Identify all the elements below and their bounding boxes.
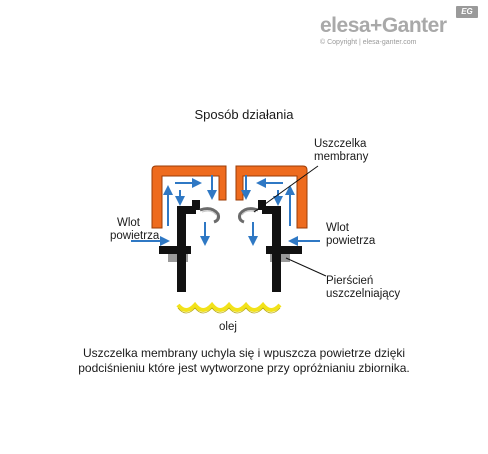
- cap-left: [151, 165, 227, 229]
- flange-right: [266, 246, 302, 254]
- label-membrane-seal-line1: Uszczelka: [314, 138, 367, 150]
- diagram-title: Sposób działania: [194, 107, 294, 122]
- brand-logo-text: elesa+Ganter: [320, 14, 447, 37]
- body-wall-left: [177, 206, 196, 292]
- label-sealing-ring-line2: uszczelniający: [326, 288, 401, 300]
- leader-sealing-ring: [285, 257, 327, 277]
- membrane-left-inner: [201, 210, 217, 216]
- diagram-caption: Uszczelka membrany uchyla się i wpuszcza…: [0, 346, 488, 376]
- label-sealing-ring-line1: Pierścień: [326, 275, 374, 287]
- leader-membrane-seal: [253, 165, 319, 213]
- oil-surface-outline: [177, 307, 281, 314]
- label-air-inlet-right-line1: Wlot: [326, 222, 349, 234]
- cap-right: [235, 165, 308, 229]
- label-oil: olej: [219, 321, 237, 333]
- membrane-left: [199, 207, 220, 224]
- caption-line-1: Uszczelka membrany uchyla się i wpuszcza…: [82, 346, 406, 360]
- membrane-right: [238, 207, 259, 224]
- oil-surface: [176, 301, 282, 312]
- label-sealing-ring: Pierścień uszczelniający: [326, 275, 400, 301]
- label-membrane-seal-line2: membrany: [314, 151, 369, 163]
- label-air-inlet-right-line2: powietrza: [326, 235, 376, 247]
- eg-badge: EG: [456, 6, 478, 18]
- copyright-text: © Copyright | elesa-ganter.com: [320, 39, 417, 46]
- label-air-inlet-left: Wlot powietrza: [110, 217, 159, 243]
- flange-left: [159, 246, 191, 254]
- body-wall-right: [262, 206, 281, 292]
- label-air-inlet-left-line2: powietrza: [110, 230, 160, 242]
- caption-line-2: podciśnieniu które jest wytworzone przy …: [78, 361, 410, 375]
- label-air-inlet-left-line1: Wlot: [117, 217, 140, 229]
- label-air-inlet-right: Wlot powietrza: [326, 222, 375, 248]
- body-shoulder-right: [258, 200, 266, 210]
- body-shoulder-left: [192, 200, 200, 210]
- brand-logo: elesa+Ganter © Copyright | elesa-ganter.…: [318, 6, 482, 46]
- label-membrane-seal: Uszczelka membrany: [314, 138, 368, 164]
